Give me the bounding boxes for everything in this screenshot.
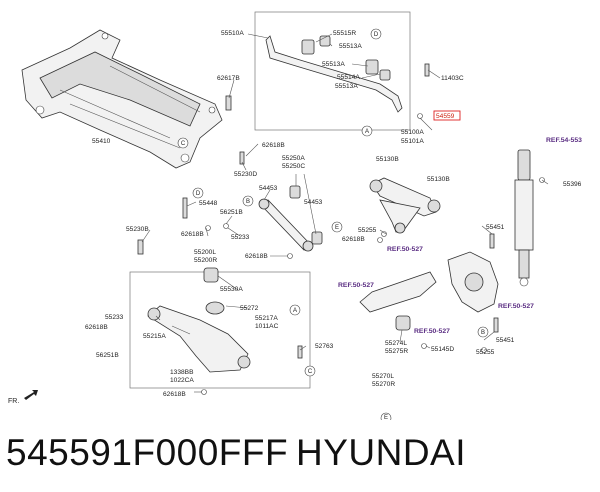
svg-text:FR.: FR. bbox=[8, 398, 19, 405]
part-label: 55513A bbox=[339, 43, 362, 50]
part-label: 62618B bbox=[85, 324, 108, 331]
part-label: 55130B bbox=[427, 176, 450, 183]
front-direction-marker: FR. bbox=[8, 390, 38, 405]
part-label: 55270L bbox=[372, 373, 394, 380]
leader-lines bbox=[141, 33, 549, 393]
part-label: 55250A bbox=[282, 155, 305, 162]
part-label: 55451 bbox=[496, 337, 515, 344]
part-label: 55233 bbox=[105, 314, 124, 321]
part-label: 55101A bbox=[401, 138, 424, 145]
part-label: 55396 bbox=[563, 181, 582, 188]
part-label: 55200L bbox=[194, 249, 216, 256]
part-label: 55145D bbox=[431, 346, 454, 353]
part-label: 62618B bbox=[245, 253, 268, 260]
part-label: 54453 bbox=[259, 185, 278, 192]
callout-B1: B bbox=[242, 195, 254, 207]
part-label: 52763 bbox=[315, 343, 334, 350]
rear-knuckle bbox=[359, 251, 499, 331]
part-label: 55275R bbox=[385, 348, 408, 355]
reference-label: REF.50-527 bbox=[414, 328, 450, 335]
part-label: 55451 bbox=[486, 224, 505, 231]
part-label: 55250C bbox=[282, 163, 305, 170]
part-label: 55215A bbox=[143, 333, 166, 340]
stabilizer-bar-group-box bbox=[254, 11, 411, 131]
part-label: 1011AC bbox=[255, 323, 279, 330]
svg-text:A: A bbox=[365, 129, 369, 135]
lower-arm-group-box bbox=[129, 271, 311, 389]
part-label: 55513A bbox=[335, 83, 358, 90]
lower-arm bbox=[147, 267, 251, 373]
lateral-links bbox=[258, 185, 323, 252]
part-label: 62618B bbox=[181, 231, 204, 238]
upper-arm-assembly bbox=[369, 177, 441, 234]
reference-label: REF.50-527 bbox=[387, 246, 423, 253]
callout-D1: D bbox=[370, 28, 382, 40]
part-label: 55272 bbox=[240, 305, 259, 312]
part-label: 55100A bbox=[401, 129, 424, 136]
suspension-parts-diagram: A A B B C C D D E E 55510A 55515R 55513A… bbox=[8, 11, 582, 420]
callout-E2: E bbox=[380, 412, 392, 420]
part-label: 55514A bbox=[337, 74, 360, 81]
part-label: 56251B bbox=[96, 352, 119, 359]
svg-text:E: E bbox=[384, 415, 388, 420]
part-label: 1338BB bbox=[170, 369, 194, 376]
part-label: 62618B bbox=[163, 391, 186, 398]
part-label: 11403C bbox=[441, 75, 464, 82]
svg-text:D: D bbox=[374, 32, 379, 38]
part-label: 55510A bbox=[221, 30, 244, 37]
callout-C2: C bbox=[304, 365, 316, 377]
rear-subframe bbox=[21, 29, 223, 169]
bolts bbox=[137, 63, 545, 395]
part-label: 55217A bbox=[255, 315, 278, 322]
part-label: 55410 bbox=[92, 138, 111, 145]
part-label: 62618B bbox=[342, 236, 365, 243]
part-label: 62617B bbox=[217, 75, 240, 82]
part-label: 55230D bbox=[234, 171, 257, 178]
svg-text:E: E bbox=[335, 225, 339, 231]
part-label: 54453 bbox=[304, 199, 323, 206]
caption-bar: 545591F000FFF HYUNDAI bbox=[0, 420, 600, 492]
part-label: 55233 bbox=[231, 234, 250, 241]
highlighted-part-54559: 54559 bbox=[433, 110, 461, 121]
part-label: 1022CA bbox=[170, 377, 194, 384]
callout-C1: C bbox=[177, 137, 189, 149]
reference-label: REF.50-527 bbox=[498, 303, 534, 310]
part-label: 55200R bbox=[194, 257, 217, 264]
part-label: 55270R bbox=[372, 381, 395, 388]
svg-text:54559: 54559 bbox=[436, 113, 455, 120]
reference-label: REF.50-527 bbox=[338, 282, 374, 289]
part-label: 55230B bbox=[126, 226, 149, 233]
part-label: 55255 bbox=[358, 227, 377, 234]
callout-B2: B bbox=[477, 326, 489, 338]
svg-text:C: C bbox=[181, 141, 186, 147]
part-number: 545591F000FFF bbox=[6, 432, 289, 473]
part-label: 55255 bbox=[476, 349, 495, 356]
callout-D2: D bbox=[192, 187, 204, 199]
callout-A1: A bbox=[361, 125, 373, 137]
stabilizer-bar bbox=[265, 35, 403, 113]
callout-E1: E bbox=[331, 221, 343, 233]
front-arrow-icon bbox=[24, 390, 38, 400]
part-label: 55448 bbox=[199, 200, 218, 207]
shock-absorber bbox=[514, 149, 534, 287]
part-label: 55130B bbox=[376, 156, 399, 163]
svg-text:C: C bbox=[308, 369, 313, 375]
part-label: 55513A bbox=[322, 61, 345, 68]
part-label: 56251B bbox=[220, 209, 243, 216]
svg-text:D: D bbox=[196, 191, 201, 197]
part-label: 55530A bbox=[220, 286, 243, 293]
svg-text:A: A bbox=[293, 308, 297, 314]
part-label: 62618B bbox=[262, 142, 285, 149]
part-label: 55274L bbox=[385, 340, 407, 347]
callout-A2: A bbox=[289, 304, 301, 316]
svg-text:B: B bbox=[246, 199, 250, 205]
brand-name: HYUNDAI bbox=[296, 432, 467, 473]
svg-text:B: B bbox=[481, 330, 485, 336]
part-label: 55515R bbox=[333, 30, 356, 37]
reference-label: REF.54-553 bbox=[546, 137, 582, 144]
